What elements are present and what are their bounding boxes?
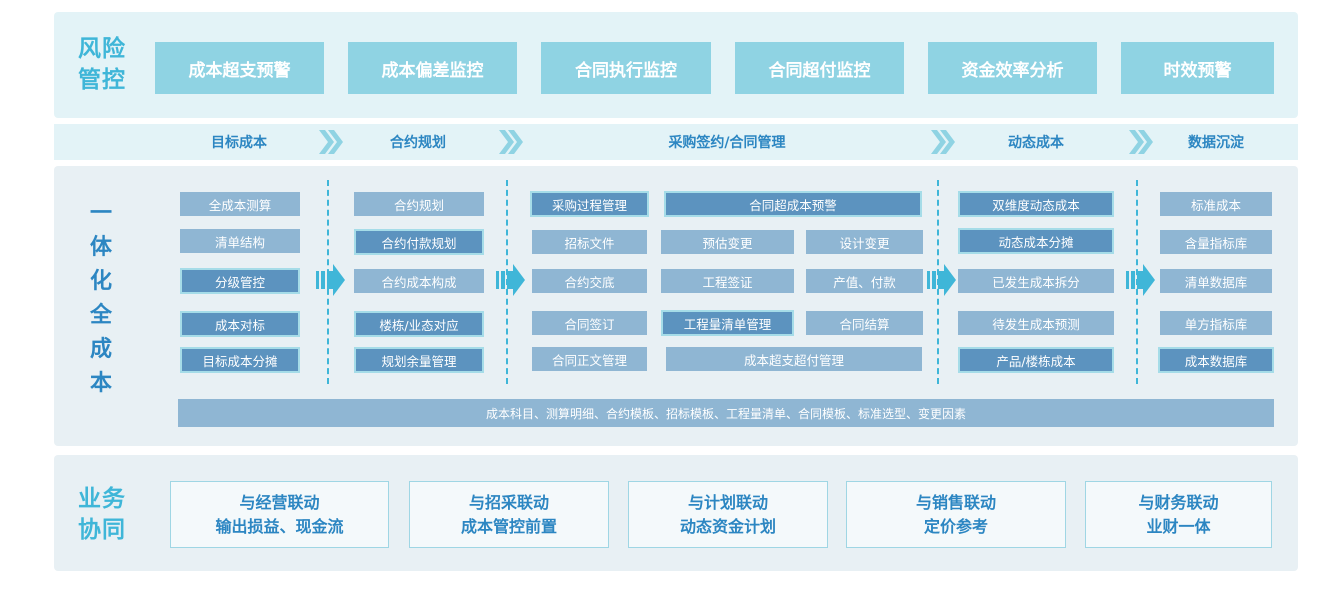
biz-linkage-finance[interactable]: 与财务联动 业财一体 xyxy=(1085,481,1272,548)
col3-item[interactable]: 成本超支超付管理 xyxy=(666,347,922,371)
col3-item[interactable]: 合约交底 xyxy=(532,269,647,293)
col5-item[interactable]: 清单数据库 xyxy=(1160,269,1272,293)
risk-item-timeliness-warning[interactable]: 时效预警 xyxy=(1121,42,1274,94)
main-title-char-1: 一 xyxy=(89,201,112,226)
main-title-char-6: 本 xyxy=(89,371,112,396)
risk-item-cost-deviation-monitor[interactable]: 成本偏差监控 xyxy=(348,42,517,94)
risk-item-cost-overrun-warning[interactable]: 成本超支预警 xyxy=(155,42,324,94)
col4-item[interactable]: 动态成本分摊 xyxy=(958,228,1114,254)
phase-target-cost: 目标成本 xyxy=(211,135,267,151)
col3-item[interactable]: 预估变更 xyxy=(661,230,794,254)
col3-item[interactable]: 工程量清单管理 xyxy=(661,310,794,336)
col3-item[interactable]: 合同正文管理 xyxy=(532,347,647,371)
col1-item[interactable]: 全成本测算 xyxy=(180,192,300,216)
biz-title-line-2: 协同 xyxy=(78,517,126,543)
phase-procurement-contract: 采购签约/合同管理 xyxy=(668,135,786,151)
biz-linkage-sales[interactable]: 与销售联动 定价参考 xyxy=(846,481,1066,548)
double-chevron-right-icon xyxy=(931,130,955,154)
col3-item[interactable]: 工程签证 xyxy=(661,269,794,293)
main-title-char-3: 化 xyxy=(89,269,112,294)
right-arrow-icon xyxy=(927,264,956,296)
col4-item[interactable]: 已发生成本拆分 xyxy=(958,269,1114,293)
right-arrow-icon xyxy=(496,264,525,296)
col3-item[interactable]: 合同签订 xyxy=(532,311,647,335)
biz-line2: 定价参考 xyxy=(923,516,988,536)
phase-bar xyxy=(54,124,1298,160)
col1-item[interactable]: 分级管控 xyxy=(180,268,300,294)
right-arrow-icon xyxy=(316,264,345,296)
col2-item[interactable]: 合约成本构成 xyxy=(354,269,484,293)
phase-data-deposit: 数据沉淀 xyxy=(1188,135,1244,151)
main-title-char-2: 体 xyxy=(89,235,112,260)
biz-linkage-procurement[interactable]: 与招采联动 成本管控前置 xyxy=(409,481,609,548)
risk-item-contract-execution-monitor[interactable]: 合同执行监控 xyxy=(541,42,711,94)
risk-control-title: 风险 管控 xyxy=(66,34,138,96)
risk-item-contract-overpay-monitor[interactable]: 合同超付监控 xyxy=(735,42,904,94)
biz-line2: 成本管控前置 xyxy=(460,516,557,536)
phase-contract-planning: 合约规划 xyxy=(390,135,446,151)
biz-linkage-operations[interactable]: 与经营联动 输出损益、现金流 xyxy=(170,481,389,548)
biz-line2: 动态资金计划 xyxy=(679,516,776,536)
col1-item[interactable]: 目标成本分摊 xyxy=(180,347,300,373)
col3-item[interactable]: 产值、付款 xyxy=(806,269,923,293)
col5-item[interactable]: 含量指标库 xyxy=(1160,230,1272,254)
col3-item[interactable]: 招标文件 xyxy=(532,230,647,254)
biz-line1: 与计划联动 xyxy=(687,492,768,512)
col2-item[interactable]: 楼栋/业态对应 xyxy=(354,311,484,337)
biz-line1: 与财务联动 xyxy=(1138,492,1219,512)
foundation-data-strip: 成本科目、测算明细、合约模板、招标模板、工程量清单、合同模板、标准选型、变更因素 xyxy=(178,399,1274,427)
col2-item[interactable]: 合约规划 xyxy=(354,192,484,216)
col4-item[interactable]: 双维度动态成本 xyxy=(958,191,1114,217)
risk-title-line-2: 管控 xyxy=(78,67,126,93)
col3-item[interactable]: 合同超成本预警 xyxy=(664,191,922,217)
risk-title-line-1: 风险 xyxy=(78,36,126,62)
biz-line1: 与销售联动 xyxy=(915,492,996,512)
phase-dynamic-cost: 动态成本 xyxy=(1008,135,1064,151)
col3-item[interactable]: 设计变更 xyxy=(806,230,923,254)
col5-item[interactable]: 成本数据库 xyxy=(1158,347,1274,373)
biz-line2: 输出损益、现金流 xyxy=(215,516,344,536)
col5-item[interactable]: 标准成本 xyxy=(1160,192,1272,216)
main-title-char-5: 成 xyxy=(89,337,112,362)
col1-item[interactable]: 成本对标 xyxy=(180,311,300,337)
double-chevron-right-icon xyxy=(1129,130,1153,154)
col2-item[interactable]: 合约付款规划 xyxy=(354,229,484,255)
right-arrow-icon xyxy=(1126,264,1155,296)
double-chevron-right-icon xyxy=(499,130,523,154)
col2-item[interactable]: 规划余量管理 xyxy=(354,347,484,373)
col5-item[interactable]: 单方指标库 xyxy=(1160,311,1272,335)
col1-item[interactable]: 清单结构 xyxy=(180,229,300,253)
col4-item[interactable]: 待发生成本预测 xyxy=(958,311,1114,335)
biz-line1: 与招采联动 xyxy=(468,492,549,512)
col3-item[interactable]: 采购过程管理 xyxy=(530,191,649,217)
biz-line1: 与经营联动 xyxy=(239,492,320,512)
col4-item[interactable]: 产品/楼栋成本 xyxy=(958,347,1114,373)
risk-item-capital-efficiency[interactable]: 资金效率分析 xyxy=(928,42,1097,94)
business-synergy-title: 业务 协同 xyxy=(66,484,138,546)
biz-linkage-planning[interactable]: 与计划联动 动态资金计划 xyxy=(628,481,828,548)
biz-title-line-1: 业务 xyxy=(78,486,126,512)
col3-item[interactable]: 合同结算 xyxy=(806,311,923,335)
double-chevron-right-icon xyxy=(319,130,343,154)
main-title-char-4: 全 xyxy=(89,303,112,328)
biz-line2: 业财一体 xyxy=(1146,516,1211,536)
